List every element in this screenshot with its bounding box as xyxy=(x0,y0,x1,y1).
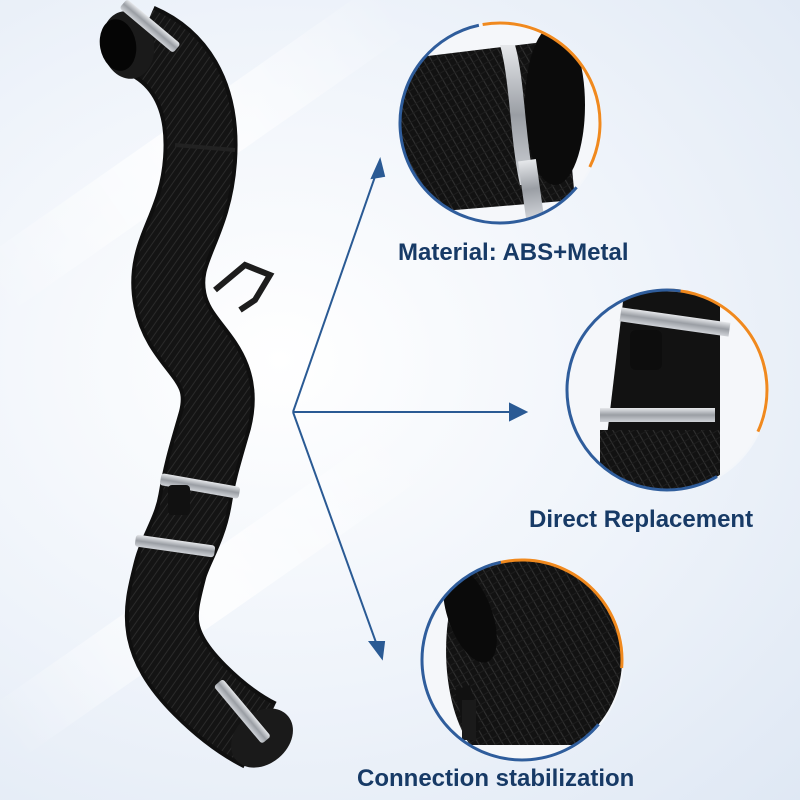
label-direct-replacement: Direct Replacement xyxy=(529,506,754,533)
hose-clamp xyxy=(160,473,240,499)
hose-port xyxy=(168,485,190,515)
mounting-bracket xyxy=(213,261,275,313)
cable-tie xyxy=(174,143,236,152)
detail-circle-connection xyxy=(420,558,624,762)
hose-clamp xyxy=(120,0,180,52)
detail-circle-replacement xyxy=(565,288,769,492)
detail-circle-material xyxy=(398,21,602,225)
hose-clamp xyxy=(134,534,216,558)
hose-clamp xyxy=(214,680,270,743)
label-material: Material: ABS+Metal xyxy=(398,239,629,266)
label-connection-stabilization: Connection stabilization xyxy=(357,765,635,792)
callout-arrows xyxy=(292,156,529,661)
intercooler-hose xyxy=(99,0,293,769)
